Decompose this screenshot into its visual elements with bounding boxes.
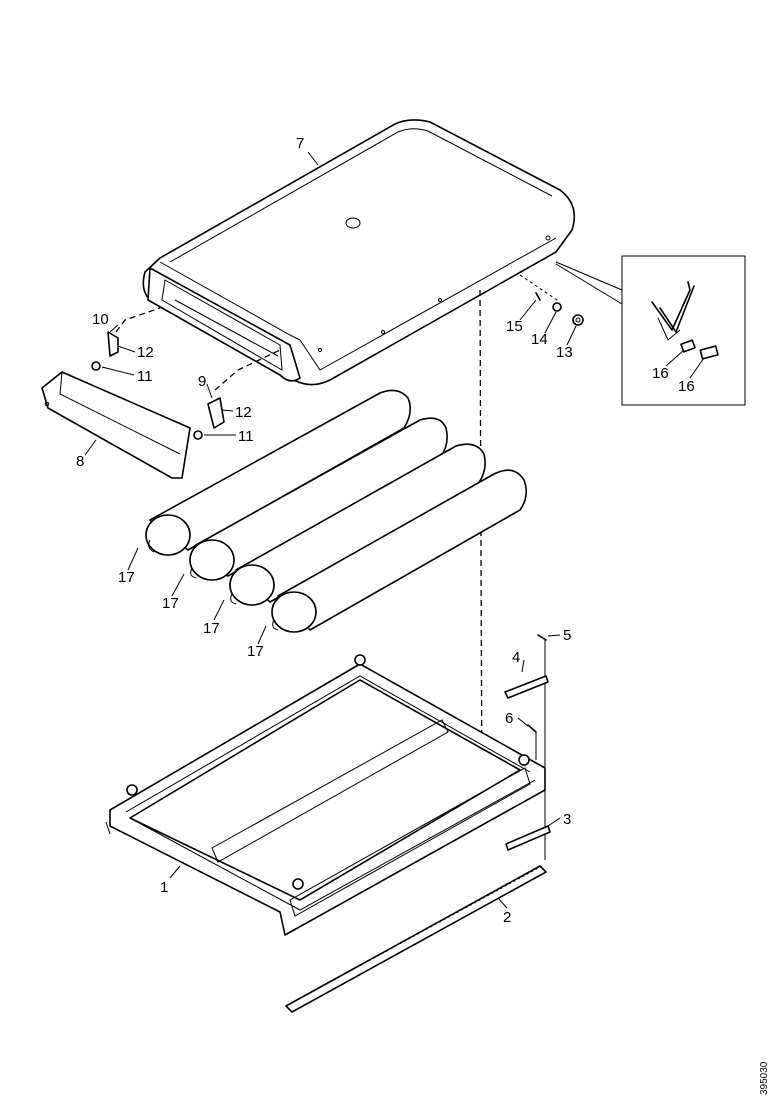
cushion-rolls [145, 389, 528, 633]
label-part-9: 9 [198, 373, 206, 390]
fastener-group-13-15 [519, 274, 584, 326]
label-part-17a: 17 [118, 569, 135, 586]
label-part-4: 4 [512, 649, 520, 666]
leader-lines [84, 299, 705, 909]
label-part-16a: 16 [652, 365, 669, 382]
label-part-11a: 11 [137, 368, 153, 385]
label-part-12b: 12 [235, 404, 252, 421]
detail-inset [555, 255, 746, 406]
label-part-11b: 11 [238, 428, 254, 445]
label-part-15: 15 [506, 318, 523, 335]
part-labels: 7 10 12 11 9 12 11 8 15 14 13 16 16 17 1… [76, 135, 695, 926]
label-part-17c: 17 [203, 620, 220, 637]
label-part-5: 5 [563, 627, 571, 644]
small-parts-3-6 [504, 634, 551, 851]
label-part-13: 13 [556, 344, 573, 361]
label-part-2: 2 [503, 909, 511, 926]
label-part-10: 10 [92, 311, 109, 328]
label-part-17d: 17 [247, 643, 264, 660]
top-cover-part [142, 119, 576, 386]
label-part-14: 14 [531, 331, 548, 348]
label-part-12a: 12 [137, 344, 154, 361]
label-part-3: 3 [563, 811, 571, 828]
reference-code: 395030 [759, 1061, 770, 1095]
front-panel-part [41, 371, 191, 479]
label-part-8: 8 [76, 453, 84, 470]
label-part-7: 7 [296, 135, 304, 152]
brackets-group [91, 307, 281, 440]
label-part-1: 1 [160, 879, 168, 896]
label-part-6: 6 [505, 710, 513, 727]
label-part-16b: 16 [678, 378, 695, 395]
label-part-17b: 17 [162, 595, 179, 612]
base-frame-part [105, 654, 546, 936]
